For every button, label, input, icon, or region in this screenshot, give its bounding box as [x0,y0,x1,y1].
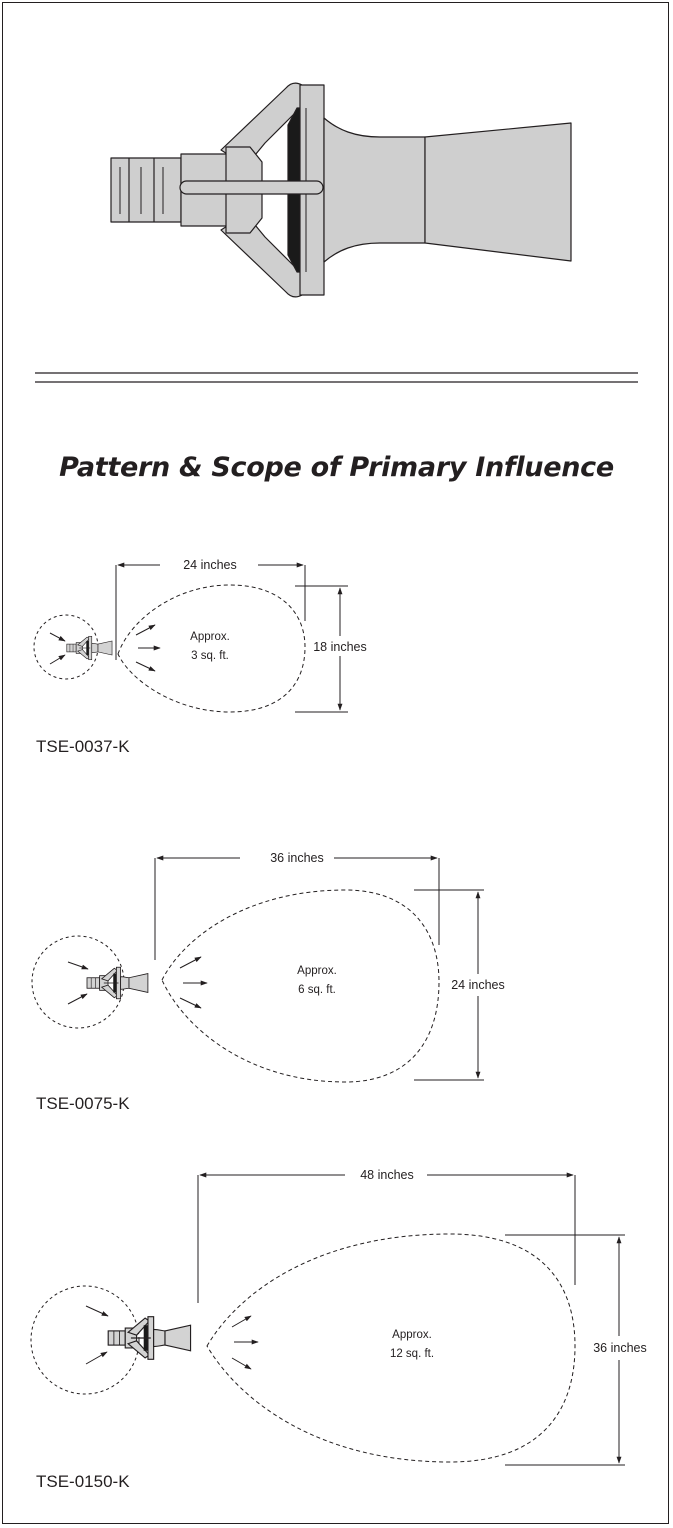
flow-arrow [135,624,156,636]
rear-lobe [30,1285,140,1395]
model-label: TSE-0075-K [36,1094,130,1113]
pattern-tse-0075-k: 36 inches 24 inches Approx. 6 sq. ft. TS… [31,851,505,1113]
rear-lobe [31,935,125,1029]
flow-arrow [231,1315,252,1328]
horn-bell [424,122,572,262]
model-label: TSE-0150-K [36,1472,130,1491]
intake-arrow [49,654,66,665]
threaded-cap [110,157,182,223]
length-label: 48 inches [360,1168,414,1182]
area-label-line1: Approx. [297,965,337,977]
section-title: Pattern & Scope of Primary Influence [59,452,614,483]
width-label: 24 inches [451,978,505,992]
emitter-icon [66,635,113,661]
mounting-rod [179,180,324,195]
emitter-icon [86,966,149,1000]
flow-arrow [179,956,202,969]
width-label: 36 inches [593,1341,647,1355]
flow-arrow [179,997,202,1009]
area-label-line1: Approx. [392,1329,432,1341]
influence-lobe [117,584,306,713]
model-label: TSE-0037-K [36,737,130,756]
flow-arrow [231,1357,252,1370]
intake-arrow [85,1305,109,1317]
flow-arrow [135,661,156,672]
intake-arrow [67,961,89,970]
pattern-tse-0150-k: 48 inches 36 inches Approx. 12 sq. ft. T… [30,1168,647,1491]
pattern-tse-0037-k: 24 inches 18 inches Approx. 3 sq. ft. TS… [33,558,367,756]
area-label-line2: 6 sq. ft. [298,984,336,996]
area-label-line1: Approx. [190,631,230,643]
emitter-illustration [110,82,572,298]
intake-arrow [67,993,88,1005]
length-label: 36 inches [270,851,324,865]
area-label-line2: 12 sq. ft. [390,1348,434,1360]
intake-arrow [49,632,66,642]
area-label-line2: 3 sq. ft. [191,650,229,662]
intake-arrow [85,1351,108,1365]
width-label: 18 inches [313,640,367,654]
influence-lobe [206,1233,576,1463]
emitter-icon [107,1315,192,1361]
horn-throat [323,117,426,263]
influence-lobe [161,889,440,1083]
length-label: 24 inches [183,558,237,572]
